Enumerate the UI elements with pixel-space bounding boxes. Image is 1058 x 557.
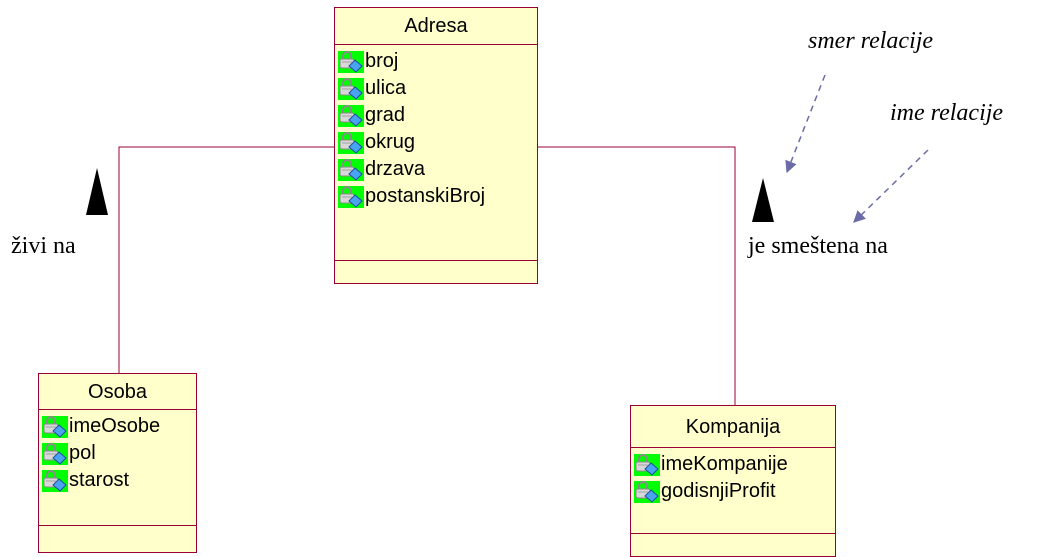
attribute-list: imeKompanije godisnjiProfit bbox=[631, 448, 835, 534]
attribute-row[interactable]: starost bbox=[39, 467, 196, 494]
private-attribute-icon bbox=[338, 77, 364, 100]
annotation-smer-relacije: smer relacije bbox=[808, 28, 934, 54]
attribute-name: postanskiBroj bbox=[365, 185, 486, 207]
attribute-row[interactable]: ulica bbox=[335, 75, 537, 102]
attribute-name: okrug bbox=[365, 131, 416, 153]
attribute-name: imeKompanije bbox=[661, 453, 788, 475]
private-attribute-icon bbox=[634, 480, 660, 503]
class-osoba[interactable]: Osoba imeOsobe pol starost bbox=[38, 373, 197, 553]
attribute-name: imeOsobe bbox=[69, 415, 161, 437]
private-attribute-icon bbox=[338, 131, 364, 154]
attribute-name: drzava bbox=[365, 158, 426, 180]
attribute-row[interactable]: broj bbox=[335, 48, 537, 75]
class-name: Kompanija bbox=[631, 406, 835, 448]
attribute-name: ulica bbox=[365, 77, 407, 99]
relation-label-je-smestena-na: je smeštena na bbox=[748, 233, 888, 259]
class-kompanija[interactable]: Kompanija imeKompanije godisnjiProfit bbox=[630, 405, 836, 557]
attribute-row[interactable]: imeKompanije bbox=[631, 451, 835, 478]
attribute-name: grad bbox=[365, 104, 406, 126]
private-attribute-icon bbox=[634, 453, 660, 476]
attribute-row[interactable]: grad bbox=[335, 102, 537, 129]
direction-triangle-icon bbox=[752, 178, 774, 222]
attribute-row[interactable]: okrug bbox=[335, 129, 537, 156]
attribute-row[interactable]: imeOsobe bbox=[39, 413, 196, 440]
attribute-row[interactable]: postanskiBroj bbox=[335, 183, 537, 210]
annotation-ime-relacije: ime relacije bbox=[890, 100, 1004, 126]
private-attribute-icon bbox=[338, 50, 364, 73]
attribute-list: imeOsobe pol starost bbox=[39, 410, 196, 526]
direction-triangle-icon bbox=[86, 168, 108, 215]
attribute-name: pol bbox=[69, 442, 96, 464]
relation-label-zivi-na: živi na bbox=[11, 233, 76, 259]
association-osoba-adresa bbox=[118, 146, 334, 373]
private-attribute-icon bbox=[42, 415, 68, 438]
association-kompanija-adresa bbox=[538, 146, 736, 405]
attribute-row[interactable]: godisnjiProfit bbox=[631, 478, 835, 505]
smer-relacije-arrow bbox=[785, 74, 826, 174]
ime-relacije-arrow bbox=[853, 149, 929, 223]
class-adresa[interactable]: Adresa broj ulica grad okrug drzava post… bbox=[334, 7, 538, 284]
attribute-name: starost bbox=[69, 469, 130, 491]
class-name: Osoba bbox=[39, 374, 196, 410]
private-attribute-icon bbox=[338, 104, 364, 127]
attribute-row[interactable]: drzava bbox=[335, 156, 537, 183]
private-attribute-icon bbox=[42, 469, 68, 492]
attribute-row[interactable]: pol bbox=[39, 440, 196, 467]
private-attribute-icon bbox=[338, 158, 364, 181]
attribute-name: godisnjiProfit bbox=[661, 480, 776, 502]
private-attribute-icon bbox=[338, 185, 364, 208]
attribute-list: broj ulica grad okrug drzava postanskiBr… bbox=[335, 45, 537, 261]
attribute-name: broj bbox=[365, 50, 399, 72]
private-attribute-icon bbox=[42, 442, 68, 465]
class-name: Adresa bbox=[335, 8, 537, 45]
